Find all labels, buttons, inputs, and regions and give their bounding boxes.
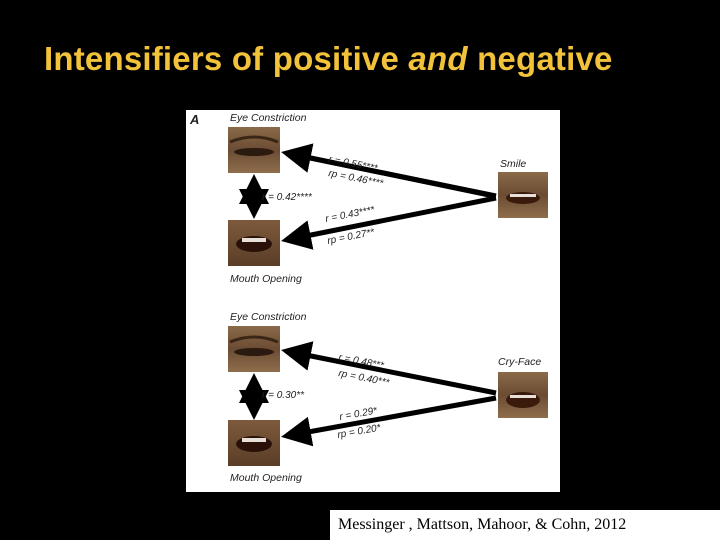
citation-background: [330, 510, 720, 540]
title-part-1: Intensifiers of positive: [44, 40, 409, 77]
bottom-target-label: Cry-Face: [498, 356, 541, 368]
bottom-mouth-label: Mouth Opening: [230, 472, 302, 484]
bottom-eye-arrow: [281, 341, 497, 396]
figure-panel: A Eye Constriction r = 0.42**** Mouth Op…: [186, 110, 560, 492]
title-bar: Intensifiers of positive and negative: [0, 0, 720, 110]
title-part-2: negative: [467, 40, 613, 77]
top-eye-photo: [228, 127, 280, 173]
top-mouth-arrow: [281, 195, 497, 250]
citation: Messinger , Mattson, Mahoor, & Cohn, 201…: [338, 516, 627, 533]
bottom-between-r: r = 0.30**: [262, 390, 305, 401]
top-target-label: Smile: [500, 158, 526, 170]
top-eye-label: Eye Constriction: [230, 112, 307, 124]
top-between-r: r = 0.42****: [262, 192, 313, 203]
bottom-target-photo: [498, 372, 548, 418]
bottom-mouth-arrow: [281, 395, 497, 447]
title-emphasis: and: [408, 40, 468, 77]
top-mouth-label: Mouth Opening: [230, 273, 302, 285]
correlation-diagram: A Eye Constriction r = 0.42**** Mouth Op…: [189, 112, 548, 484]
slide-title: Intensifiers of positive and negative: [44, 40, 613, 78]
panel-label: A: [189, 112, 199, 127]
top-eye-line: [295, 152, 495, 199]
top-target-photo: [498, 172, 548, 218]
bottom-eye-label: Eye Constriction: [230, 311, 307, 323]
bottom-mouth-photo: [228, 420, 280, 466]
bottom-eye-photo: [228, 326, 280, 372]
top-mouth-photo: [228, 220, 280, 266]
